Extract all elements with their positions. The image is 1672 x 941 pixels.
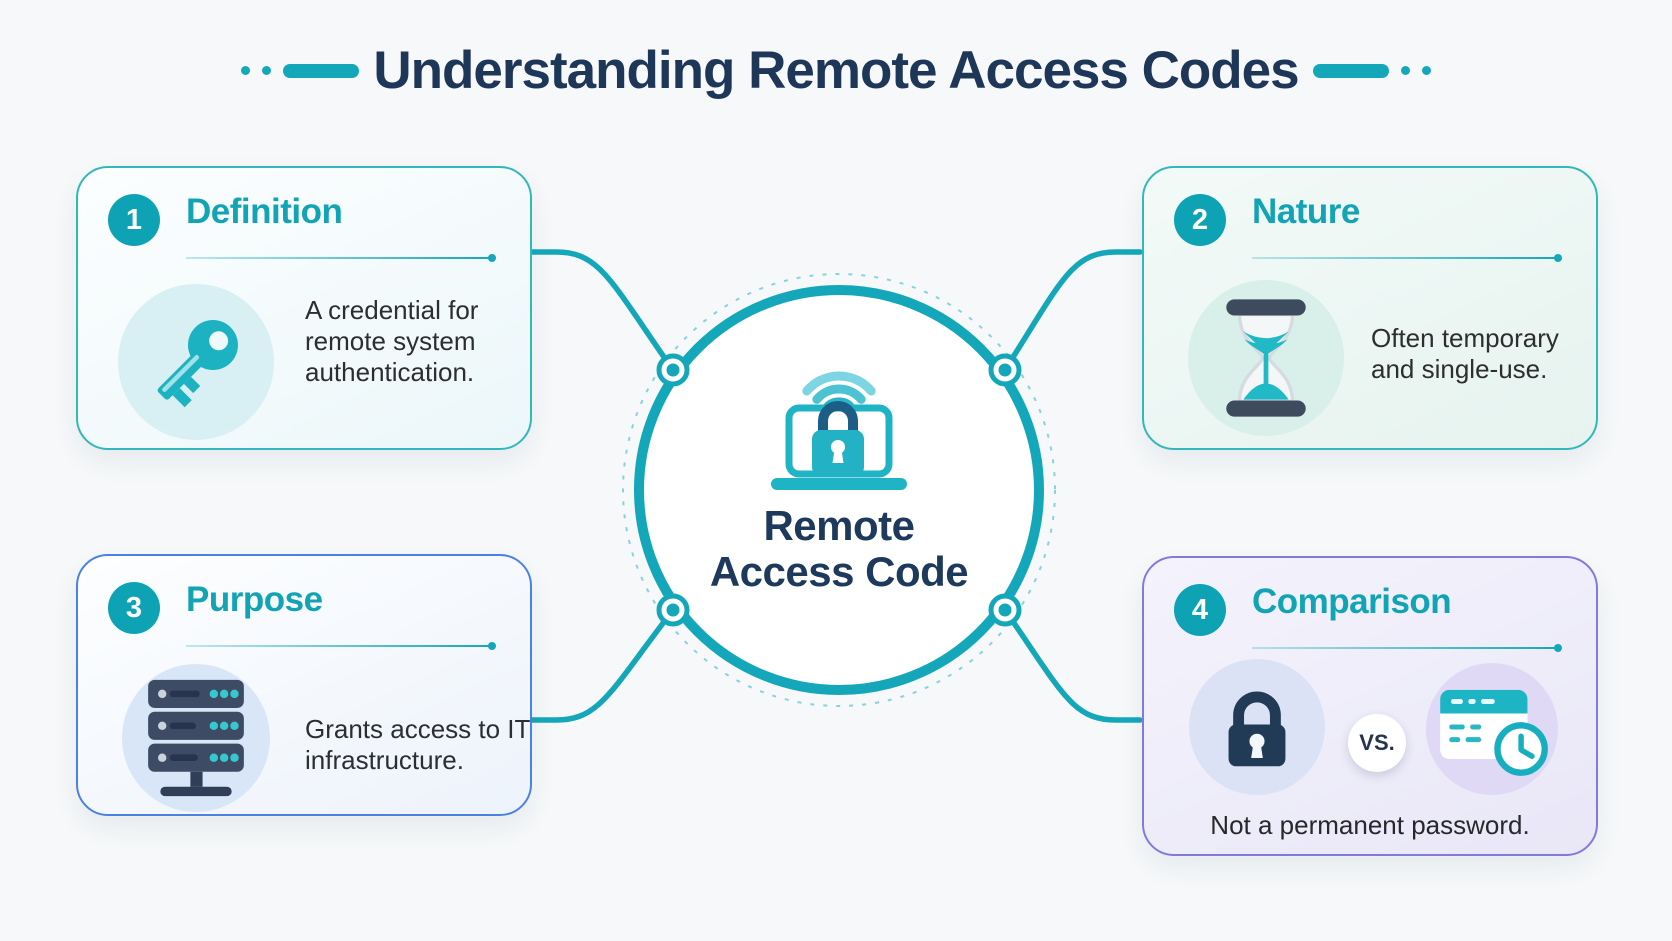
node-bottom-right (988, 593, 1022, 627)
card-definition: 1 Definition A credential for remote sys… (76, 166, 532, 450)
card-heading: Comparison (1252, 582, 1452, 621)
key-icon-circle (118, 284, 274, 440)
node-top-left (656, 353, 690, 387)
card-heading: Definition (186, 192, 343, 231)
connector-lines (529, 249, 1143, 723)
deco-dot (241, 66, 251, 75)
card-comparison: 4 Comparison VS. (1142, 556, 1598, 856)
node-bottom-left (656, 593, 690, 627)
card-heading: Nature (1252, 192, 1360, 231)
header: Understanding Remote Access Codes (0, 40, 1672, 101)
lock-icon (812, 401, 864, 476)
step-number-badge: 1 (108, 194, 160, 246)
deco-dot (1421, 66, 1431, 75)
heading-underline (1252, 254, 1562, 262)
padlock-icon-circle (1189, 659, 1325, 795)
hourglass-icon (1226, 299, 1306, 417)
connector-nature (1002, 249, 1143, 373)
connector-nodes (656, 353, 1022, 627)
page-title: Understanding Remote Access Codes (373, 41, 1299, 100)
card-purpose: 3 Purpose (76, 554, 532, 816)
node-top-right (988, 353, 1022, 387)
title-decoration-right (1312, 63, 1431, 78)
padlock-icon (1228, 691, 1286, 767)
card-body: A credential for remote system authentic… (305, 295, 479, 387)
step-number-badge: 4 (1174, 584, 1226, 636)
card-body: Often temporary and single-use. (1371, 323, 1559, 384)
underline-dot (488, 254, 496, 262)
deco-dot (262, 66, 272, 75)
underline-dot (1554, 254, 1562, 262)
key-icon (157, 320, 238, 408)
laptop-lock-wifi-icon (771, 371, 907, 490)
card-heading: Purpose (186, 580, 323, 619)
server-rack-icon (148, 679, 244, 797)
step-number-badge: 2 (1174, 194, 1226, 246)
heading-underline (186, 642, 496, 650)
underline-dot (488, 642, 496, 650)
center-label: Remote Access Code (639, 503, 1039, 595)
center-label-line2: Access Code (709, 548, 969, 595)
step-number-badge: 3 (108, 582, 160, 634)
deco-dash (1312, 63, 1389, 78)
underline-dot (1554, 644, 1562, 652)
dashed-ring (622, 273, 1056, 707)
card-body: Grants access to IT infrastructure. (305, 714, 530, 775)
title-decoration-left (241, 63, 360, 78)
connector-comparison (1002, 607, 1143, 723)
server-icon-circle (122, 664, 270, 812)
temporary-code-clock-icon (1440, 689, 1548, 776)
temporary-code-icon-circle (1426, 663, 1558, 795)
deco-dash (283, 63, 360, 78)
hourglass-icon-circle (1188, 280, 1344, 436)
center-label-line1: Remote (763, 502, 915, 549)
card-nature: 2 Nature Often temporary and single-use. (1142, 166, 1598, 450)
heading-underline (1252, 644, 1562, 652)
card-body: Not a permanent password. (1210, 810, 1530, 840)
deco-dot (1400, 66, 1410, 75)
heading-underline (186, 254, 496, 262)
connector-definition (529, 249, 676, 373)
vs-badge: VS. (1348, 714, 1406, 772)
connector-purpose (529, 607, 676, 723)
